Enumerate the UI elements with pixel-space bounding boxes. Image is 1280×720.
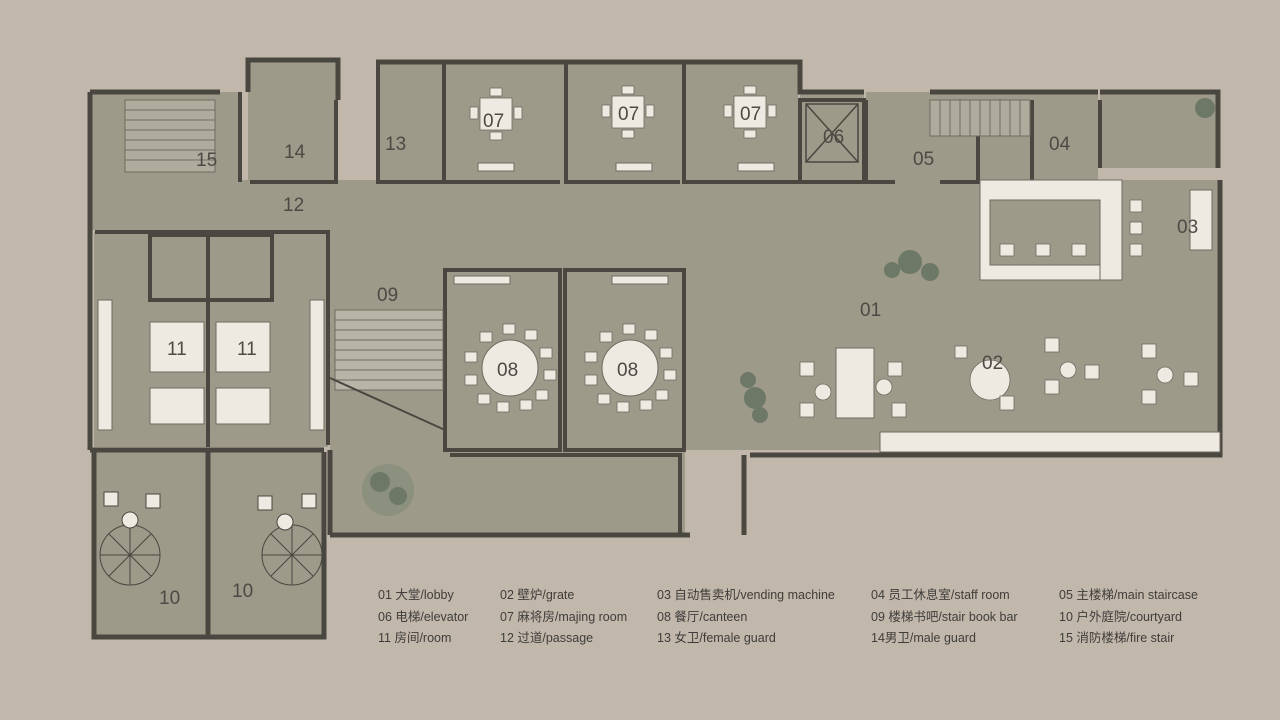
legend-item: 09 楼梯书吧/stair book bar: [871, 609, 1018, 624]
legend-item: 15 消防楼梯/fire stair: [1059, 631, 1175, 645]
canteen-tables: [481, 339, 659, 397]
legend-item: 14男卫/male guard: [871, 631, 976, 645]
room-label: 10: [159, 588, 180, 609]
room-label: 12: [283, 195, 304, 216]
room-label: 07: [618, 104, 639, 125]
legend-item: 04 员工休息室/staff room: [871, 588, 1010, 602]
room-label: 15: [196, 150, 217, 171]
room-labels: 15 14 13 07 07 07 06 05 04 03 12 09 01 0…: [159, 104, 1198, 609]
legend-item: 07 麻将房/majing room: [500, 609, 628, 624]
legend: 01 大堂/lobby 02 壁炉/grate 03 自动售卖机/vending…: [378, 584, 1258, 650]
lobby-seating: [799, 199, 1199, 418]
canteen-chairs: [464, 323, 677, 413]
furniture: [97, 162, 1221, 453]
legend-item: 10 户外庭院/courtyard: [1059, 609, 1182, 624]
walls: [87, 57, 1223, 640]
room-label: 14: [284, 142, 306, 163]
legend-item: 11 房间/room: [378, 631, 452, 645]
plants: [362, 98, 1215, 516]
legend-item: 13 女卫/female guard: [657, 631, 776, 645]
room-label: 09: [377, 285, 398, 306]
courtyard-umbrellas: [99, 491, 323, 586]
interior-walls: [95, 62, 1102, 535]
legend-item: 08 餐厅/canteen: [657, 609, 748, 624]
room-label: 11: [167, 339, 187, 360]
room-label: 08: [497, 360, 518, 381]
mahjong-tables: [469, 85, 777, 141]
room-label: 06: [823, 127, 844, 148]
legend-item: 03 自动售卖机/vending machine: [657, 588, 835, 602]
staircases: [124, 99, 1031, 431]
room-label: 10: [232, 581, 253, 602]
room-label: 03: [1177, 217, 1198, 238]
room-label: 05: [913, 149, 934, 170]
room-label: 13: [385, 134, 406, 155]
legend-item: 05 主楼梯/main staircase: [1059, 588, 1198, 602]
room-label: 01: [860, 300, 881, 321]
room-label: 07: [483, 111, 504, 132]
room-label: 11: [237, 339, 257, 360]
room-label: 04: [1049, 134, 1071, 155]
legend-item: 06 电梯/elevator: [378, 609, 469, 624]
room-label: 02: [982, 353, 1003, 374]
room-label: 08: [617, 360, 638, 381]
legend-item: 02 壁炉/grate: [500, 588, 575, 602]
room-label: 07: [740, 104, 761, 125]
elevator: [805, 103, 859, 163]
legend-item: 01 大堂/lobby: [378, 588, 454, 602]
legend-item: 12 过道/passage: [500, 631, 594, 645]
